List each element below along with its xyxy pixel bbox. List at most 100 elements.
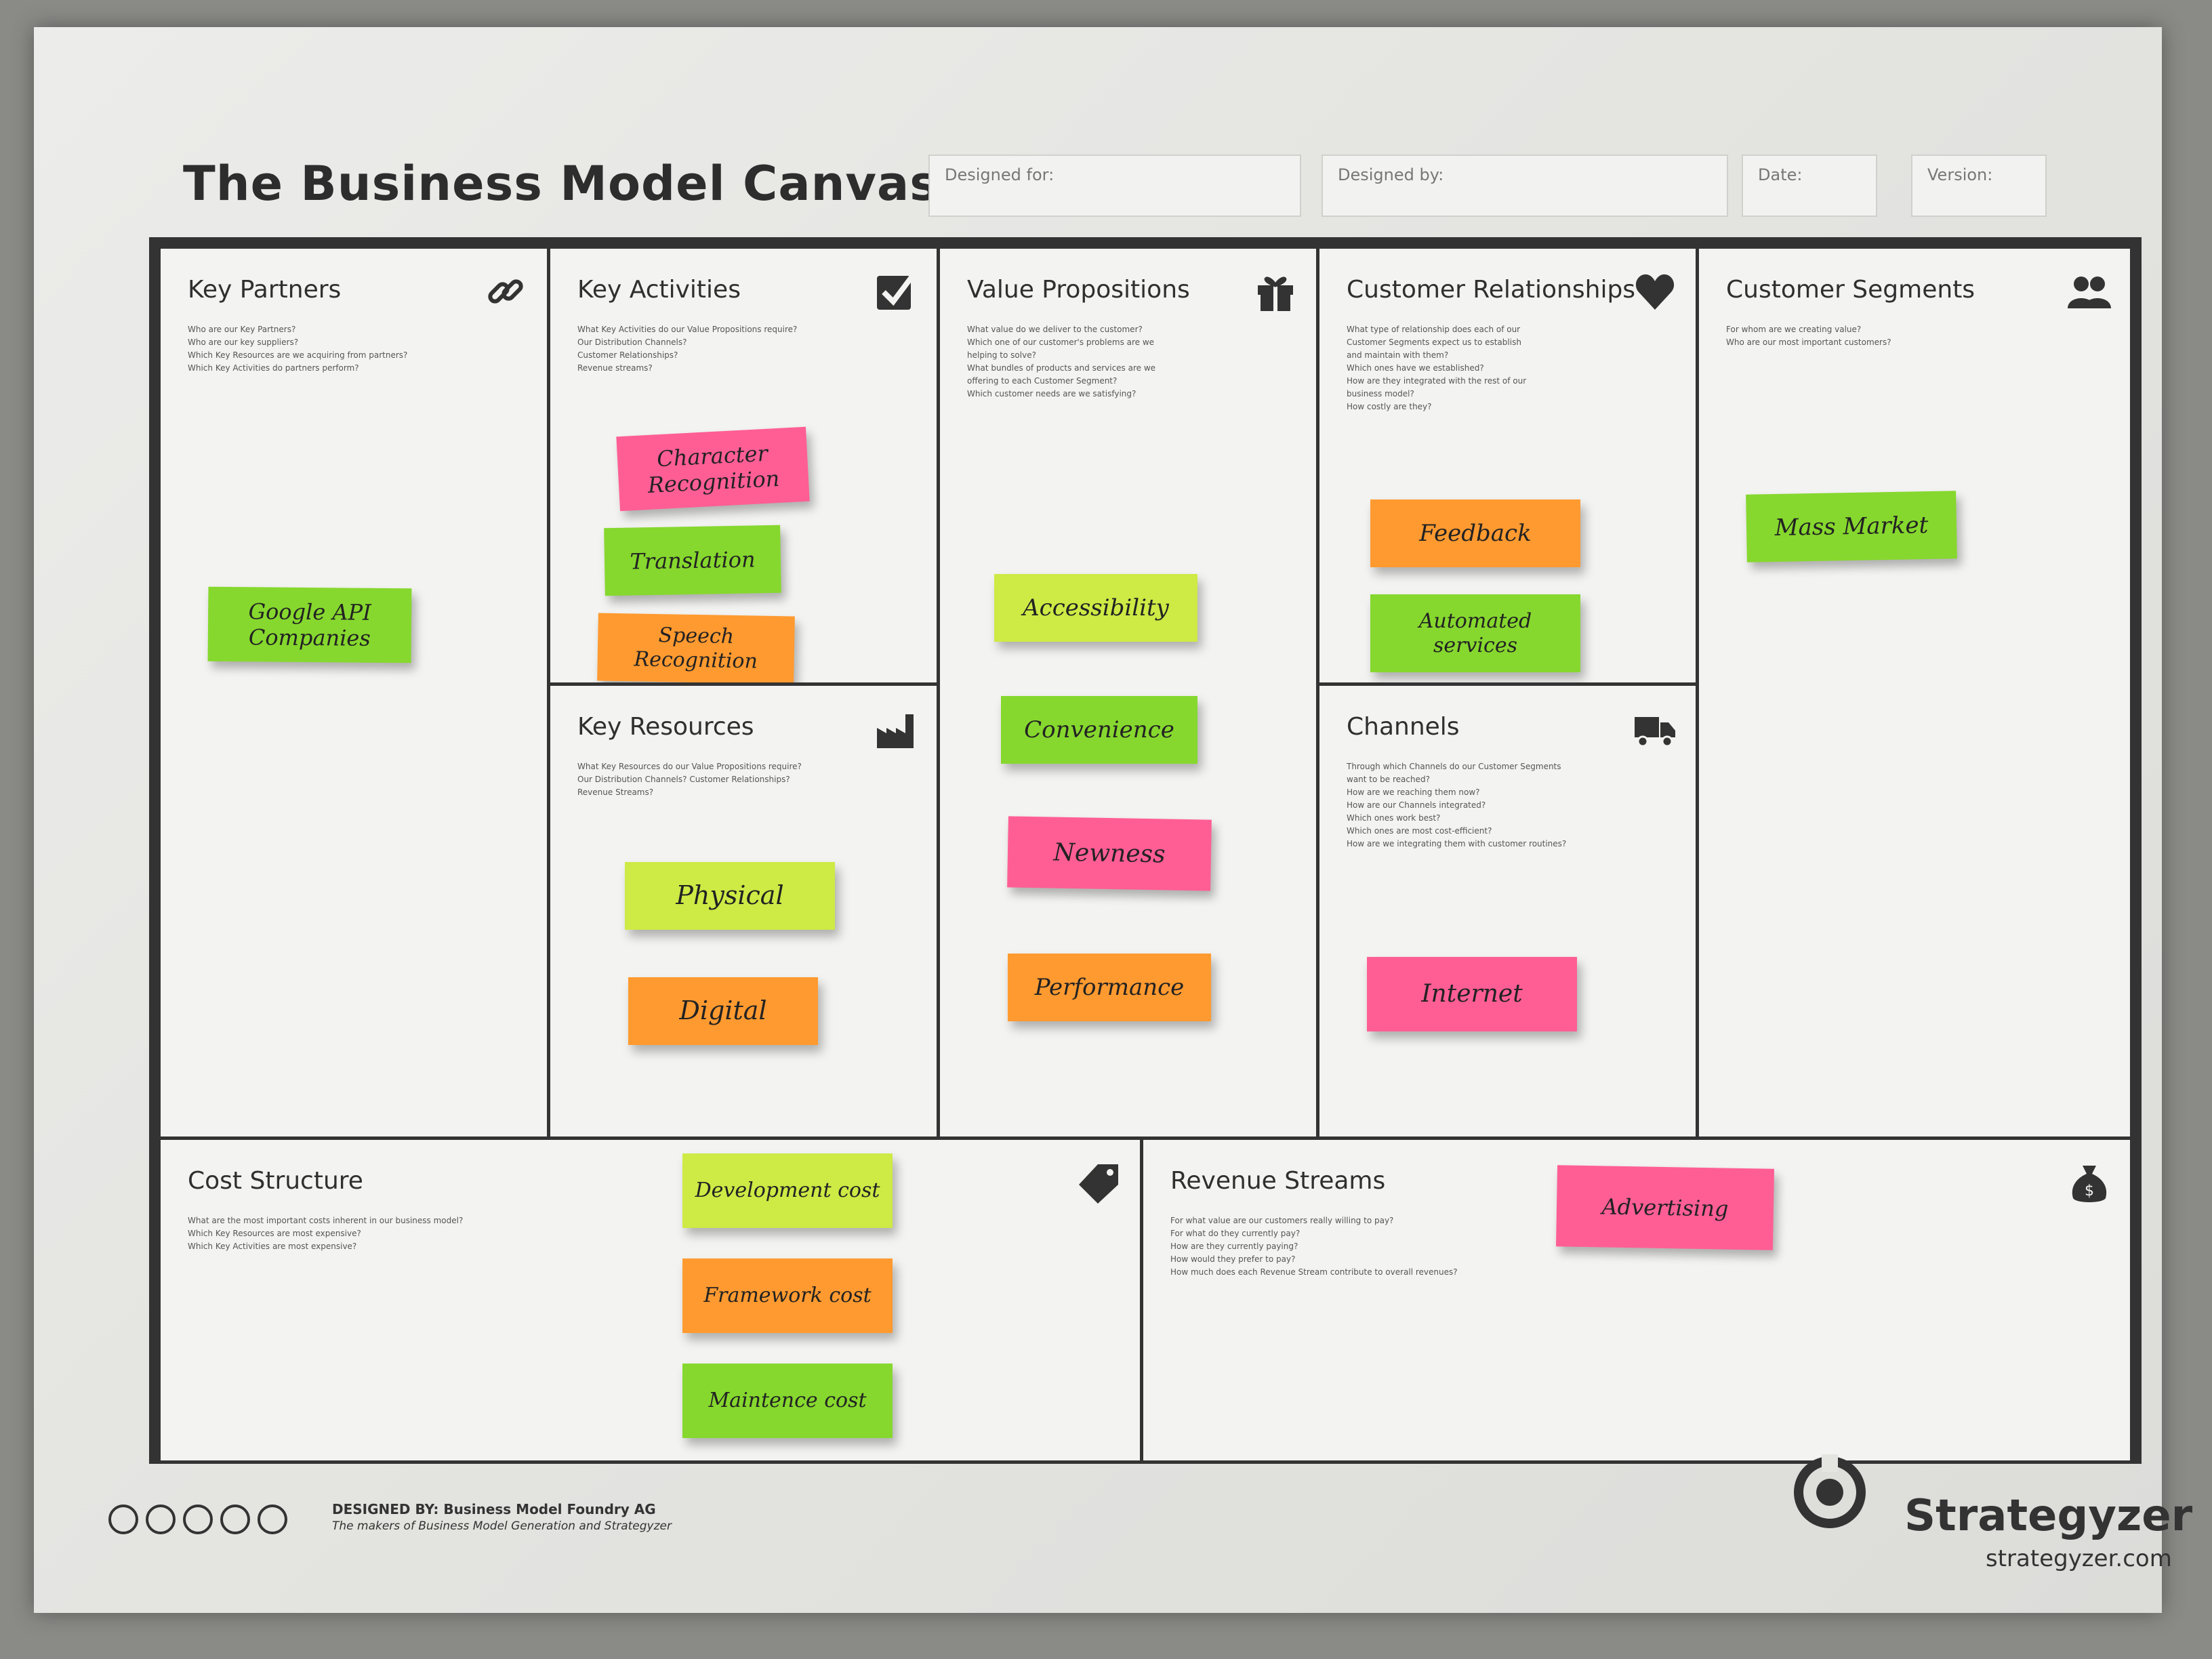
value-propositions-questions: What value do we deliver to the customer… (967, 323, 1258, 401)
sticky-note: Translation (604, 525, 781, 596)
sticky-note: Google API Companies (207, 586, 412, 663)
channels-heading: Channels (1347, 713, 1460, 741)
question-text: What Key Activities do our Value Proposi… (577, 325, 798, 334)
sticky-note: Mass Market (1746, 491, 1957, 562)
money-bag-icon: $ (2072, 1166, 2107, 1202)
strategyzer-logo-icon (1794, 1454, 1866, 1528)
question-text: What are the most important costs inhere… (188, 1216, 464, 1225)
canvas-sheet: The Business Model Canvas Designed for: … (34, 27, 2192, 1613)
revenue-streams-questions: For what value are our customers really … (1170, 1214, 1550, 1279)
sticky-note: Convenience (1001, 696, 1197, 764)
cc-license-icon (108, 1504, 138, 1534)
sticky-note: Automated services (1370, 594, 1580, 672)
question-text: How costly are they? (1347, 402, 1432, 411)
sticky-note: Character Recognition (616, 426, 810, 512)
question-text: helping to solve? (967, 350, 1036, 360)
question-text: business model? (1347, 389, 1414, 398)
question-text: Who are our most important customers? (1726, 337, 1891, 347)
share-alike-icon (183, 1504, 213, 1534)
customer-segments-questions: For whom are we creating value? Who are … (1726, 323, 2018, 349)
brand-url: strategyzer.com (1986, 1545, 2172, 1572)
question-text: Our Distribution Channels? Customer Rela… (577, 775, 790, 784)
question-text: For what do they currently pay? (1170, 1229, 1300, 1238)
revenue-streams-heading: Revenue Streams (1170, 1167, 1386, 1195)
key-activities-block: Key Activities What Key Activities do ou… (547, 245, 940, 686)
truck-icon (1635, 717, 1675, 747)
customer-segments-block: Customer Segments For whom are we creati… (1696, 245, 2133, 1140)
makers-line: The makers of Business Model Generation … (332, 1519, 672, 1533)
question-text: Through which Channels do our Customer S… (1347, 762, 1561, 771)
channels-questions: Through which Channels do our Customer S… (1347, 760, 1638, 851)
revenue-streams-block: Revenue Streams $ For what value are our… (1140, 1136, 2133, 1464)
sticky-note: Development cost (682, 1153, 893, 1228)
question-text: How are they integrated with the rest of… (1347, 376, 1527, 386)
key-activities-questions: What Key Activities do our Value Proposi… (577, 323, 869, 375)
sticky-note: Physical (625, 862, 835, 930)
designed-by-label: Designed by: (1338, 165, 1444, 184)
question-text: How would they prefer to pay? (1170, 1254, 1296, 1264)
question-text: What type of relationship does each of o… (1347, 325, 1521, 334)
cost-structure-block: Cost Structure What are the most importa… (157, 1136, 1143, 1464)
customer-relationships-heading: Customer Relationships (1347, 276, 1636, 304)
sticky-note: Accessibility (994, 574, 1197, 642)
question-text: Which ones have we established? (1347, 363, 1484, 373)
sticky-note: Maintence cost (682, 1364, 893, 1438)
question-text: Which ones are most cost-efficient? (1347, 826, 1492, 836)
sticky-note: Digital (628, 977, 818, 1045)
question-text: Revenue Streams? (577, 787, 654, 797)
question-text: Customer Segments expect us to establish (1347, 337, 1521, 347)
sticky-note: Newness (1007, 816, 1212, 891)
question-text: Who are our Key Partners? (188, 325, 296, 334)
version-field: Version: (1911, 155, 2047, 217)
sticky-note: Internet (1367, 957, 1577, 1031)
question-text: Which customer needs are we satisfying? (967, 389, 1136, 398)
info-icon (258, 1504, 287, 1534)
page-title: The Business Model Canvas (183, 156, 939, 211)
factory-icon (877, 714, 914, 748)
version-label: Version: (1927, 165, 1993, 184)
tag-icon (1079, 1164, 1118, 1204)
sticky-note: Performance (1008, 954, 1211, 1021)
question-text: What Key Resources do our Value Proposit… (577, 762, 802, 771)
svg-text:$: $ (2085, 1183, 2094, 1200)
question-text: Which Key Resources are most expensive? (188, 1229, 361, 1238)
question-text: Who are our key suppliers? (188, 337, 299, 347)
gift-icon (1258, 276, 1293, 311)
customer-relationships-block: Customer Relationships What type of rela… (1316, 245, 1699, 686)
designed-for-field: Designed for: (928, 155, 1301, 217)
question-text: offering to each Customer Segment? (967, 376, 1118, 386)
question-text: For whom are we creating value? (1726, 325, 1862, 334)
question-text: For what value are our customers really … (1170, 1216, 1394, 1225)
question-text: Which ones work best? (1347, 813, 1441, 823)
date-field: Date: (1742, 155, 1877, 217)
date-label: Date: (1758, 165, 1803, 184)
question-text: How are we integrating them with custome… (1347, 839, 1567, 848)
question-text: Which Key Resources are we acquiring fro… (188, 350, 408, 360)
customer-segments-heading: Customer Segments (1726, 276, 1975, 304)
value-propositions-heading: Value Propositions (967, 276, 1190, 304)
key-partners-block: Key Partners Who are our Key Partners? W… (157, 245, 550, 1140)
key-resources-block: Key Resources What Key Resources do our … (547, 682, 940, 1140)
heart-icon (1635, 274, 1675, 310)
cost-structure-heading: Cost Structure (188, 1167, 363, 1195)
channels-block: Channels Through which Channels do our C… (1316, 682, 1699, 1140)
question-text: Which Key Activities are most expensive? (188, 1242, 357, 1251)
business-model-canvas: Key Partners Who are our Key Partners? W… (149, 237, 2142, 1464)
question-text: Revenue streams? (577, 363, 653, 373)
key-partners-questions: Who are our Key Partners? Who are our ke… (188, 323, 479, 375)
question-text: How are our Channels integrated? (1347, 800, 1486, 810)
customer-relationships-questions: What type of relationship does each of o… (1347, 323, 1638, 413)
link-icon (488, 279, 523, 304)
question-text: Which Key Activities do partners perform… (188, 363, 359, 373)
question-text: Our Distribution Channels? (577, 337, 687, 347)
sticky-note: Speech Recognition (597, 613, 795, 684)
question-text: How are we reaching them now? (1347, 787, 1480, 797)
key-resources-heading: Key Resources (577, 713, 754, 741)
designed-by-field: Designed by: (1322, 155, 1728, 217)
question-text: How are they currently paying? (1170, 1242, 1298, 1251)
question-text: and maintain with them? (1347, 350, 1449, 360)
key-partners-heading: Key Partners (188, 276, 342, 304)
designer-credit: DESIGNED BY: Business Model Foundry AG (332, 1501, 656, 1517)
question-text: Customer Relationships? (577, 350, 678, 360)
key-activities-heading: Key Activities (577, 276, 741, 304)
